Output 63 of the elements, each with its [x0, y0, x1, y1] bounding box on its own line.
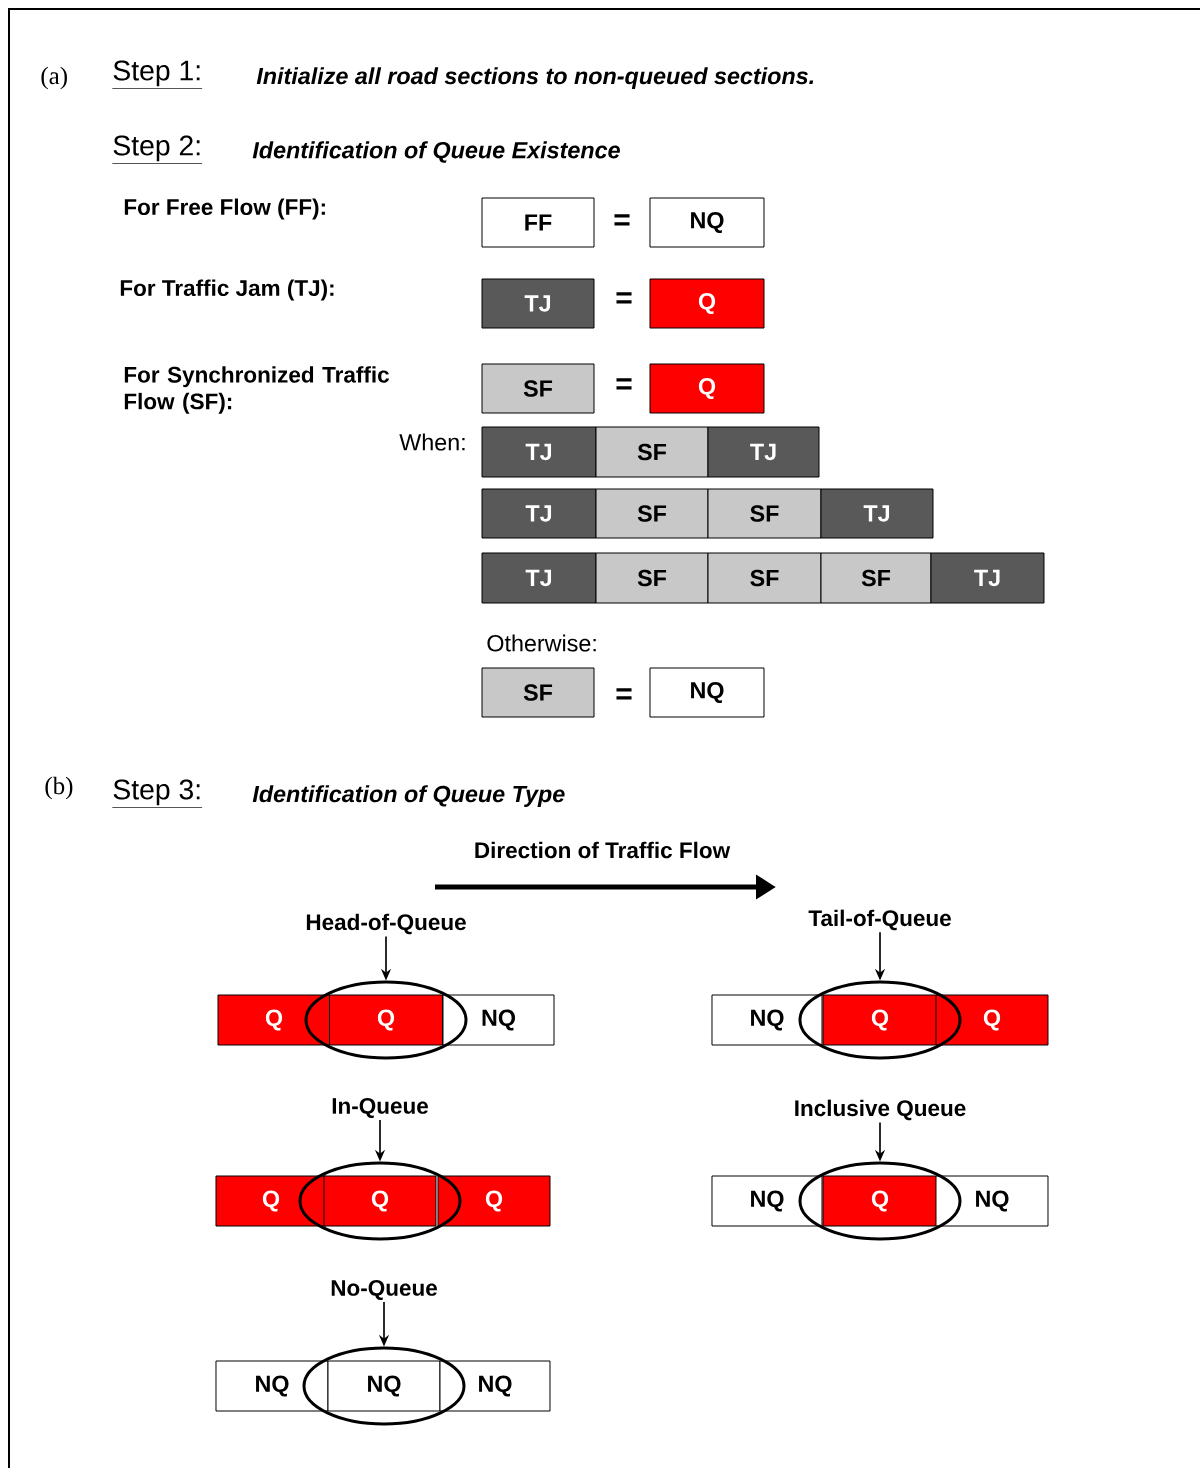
road-section-cell: Q — [649, 278, 765, 329]
road-section-cell: SF — [481, 363, 595, 414]
road-section-cell: Q — [217, 994, 331, 1046]
road-section-cell: Q — [329, 994, 443, 1046]
road-section-cell: NQ — [215, 1360, 329, 1412]
road-section-cell: TJ — [481, 488, 597, 539]
road-section-cell: NQ — [327, 1360, 441, 1412]
equals-sign: = — [616, 378, 632, 390]
queue-type-label: Head-of-Queue — [306, 913, 466, 935]
step-heading: Step 3: — [112, 779, 203, 808]
step-heading: Step 2: — [112, 135, 203, 164]
step-heading: Step 1: — [112, 60, 203, 89]
part-label: (a) — [41, 66, 67, 90]
queue-type-label: Tail-of-Queue — [808, 909, 951, 931]
road-section-cell: NQ — [935, 1175, 1049, 1227]
road-section-cell: TJ — [481, 278, 595, 329]
road-section-cell: Q — [935, 994, 1049, 1046]
road-section-cell: NQ — [711, 994, 823, 1046]
highlight-ellipse — [302, 1346, 466, 1426]
road-section-cell: NQ — [649, 197, 765, 248]
road-section-cell: SF — [707, 488, 822, 539]
road-section-cell: SF — [707, 552, 822, 604]
road-section-cell: Q — [822, 1175, 938, 1227]
part-label: (b) — [45, 776, 73, 800]
queue-type-label: Inclusive Queue — [795, 1099, 966, 1121]
road-section-cell: NQ — [442, 994, 555, 1046]
road-section-cell: TJ — [481, 552, 597, 604]
road-section-cell: SF — [820, 552, 932, 604]
condition-label: Otherwise: — [487, 634, 596, 652]
road-section-cell: NQ — [649, 667, 765, 718]
road-section-cell: SF — [595, 488, 709, 539]
condition-label: When: — [399, 433, 465, 451]
road-section-cell: TJ — [707, 426, 820, 478]
highlight-ellipse — [304, 980, 468, 1060]
highlight-ellipse — [298, 1161, 462, 1241]
road-section-cell: Q — [437, 1175, 551, 1227]
road-section-cell: TJ — [820, 488, 934, 539]
step-description: Identification of Queue Existence — [252, 141, 620, 163]
highlight-ellipse — [798, 980, 962, 1060]
row-label: For Traffic Jam (TJ): — [120, 279, 334, 301]
row-label: Direction of Traffic Flow — [475, 841, 731, 859]
road-section-cell: NQ — [711, 1175, 823, 1227]
queue-type-label: No-Queue — [331, 1279, 437, 1301]
road-section-cell: FF — [481, 197, 595, 248]
queue-type-label: In-Queue — [332, 1097, 428, 1119]
road-section-cell: Q — [215, 1175, 327, 1227]
equals-sign: = — [616, 688, 632, 700]
equals-sign: = — [616, 292, 632, 304]
step-description: Identification of Queue Type — [252, 785, 565, 807]
road-section-cell: SF — [595, 426, 709, 478]
road-section-cell: TJ — [930, 552, 1045, 604]
row-label: For Free Flow (FF): — [124, 198, 325, 220]
road-section-cell: Q — [649, 363, 765, 414]
road-section-cell: NQ — [439, 1360, 551, 1412]
equals-sign: = — [614, 214, 630, 226]
step-description: Initialize all road sections to non-queued sections. — [256, 67, 814, 89]
row-label: For Synchronized Traffic Flow (SF): — [124, 366, 389, 414]
road-section-cell: Q — [822, 994, 938, 1046]
road-section-cell: Q — [323, 1175, 437, 1227]
road-section-cell: TJ — [481, 426, 597, 478]
road-section-cell: SF — [481, 667, 595, 718]
road-section-cell: SF — [595, 552, 709, 604]
highlight-ellipse — [798, 1161, 962, 1241]
